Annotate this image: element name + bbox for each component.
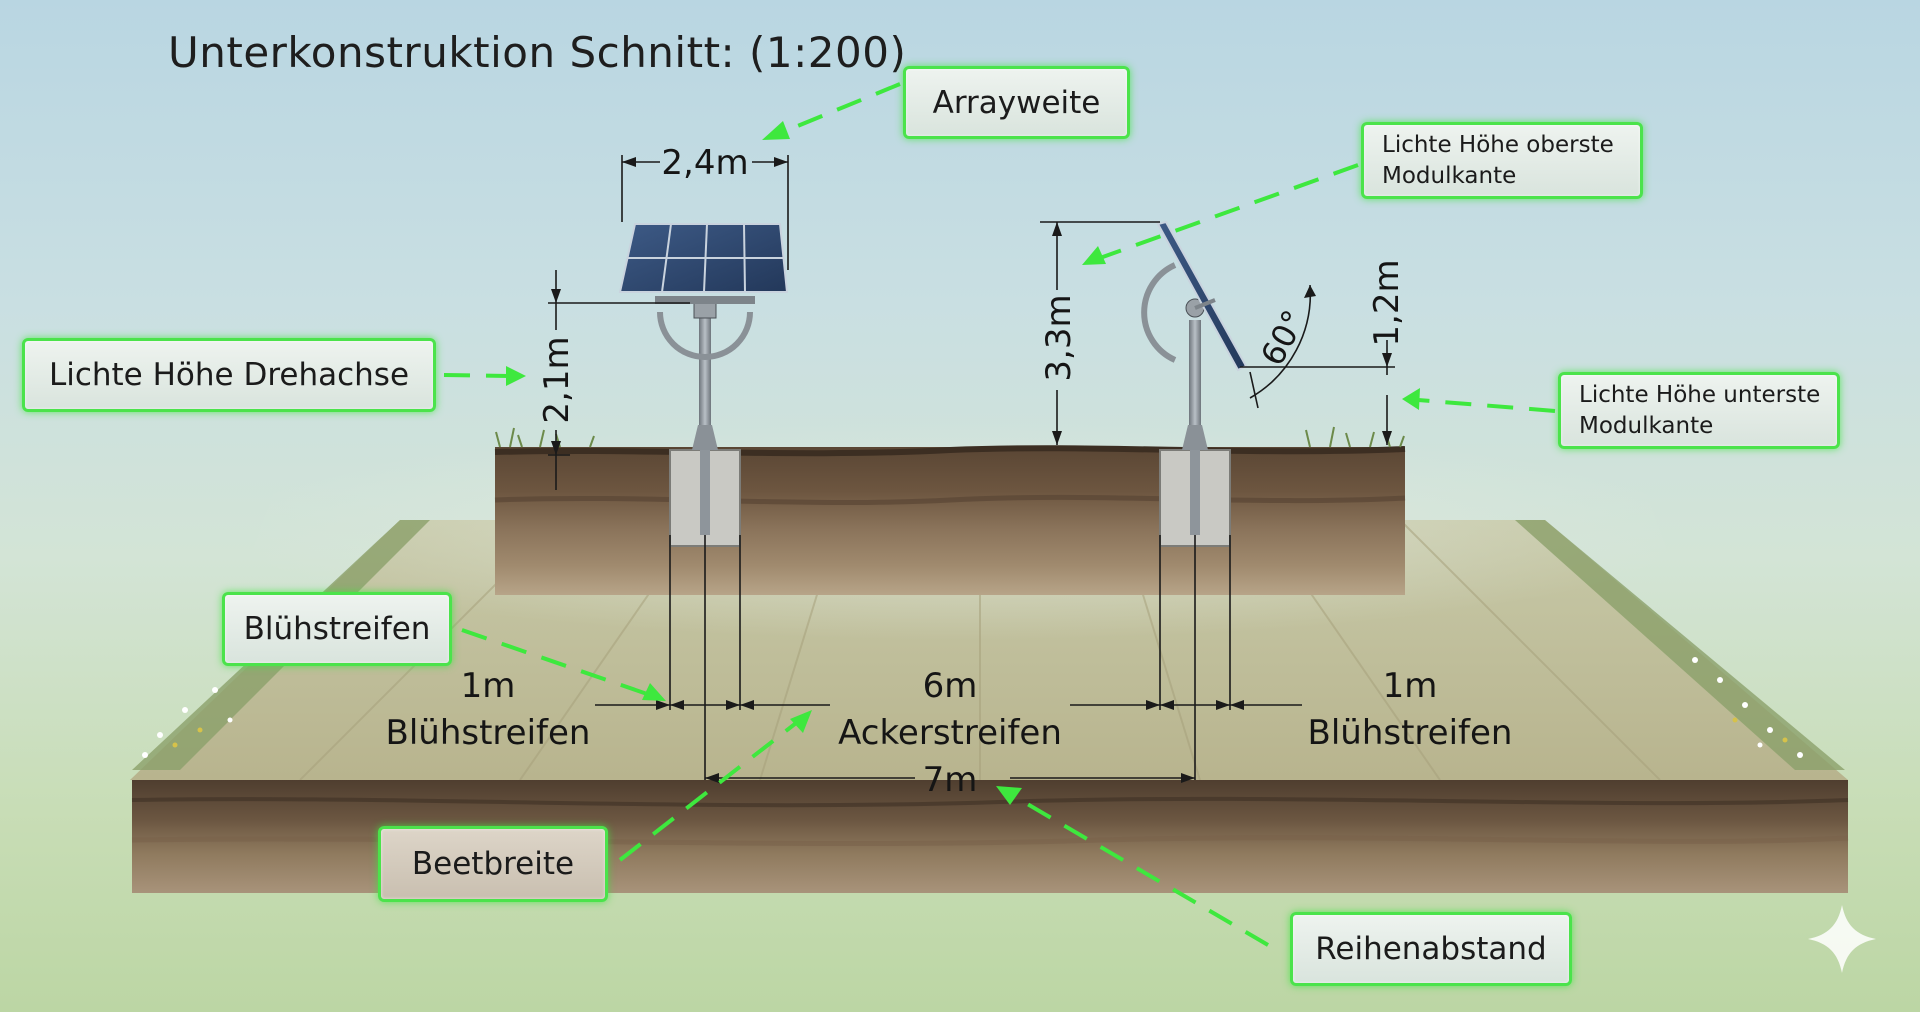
leader-lines <box>443 82 1556 947</box>
axis-height-label: 2,1m <box>537 336 577 423</box>
dimension-lines <box>548 155 1395 780</box>
strip-left-label: Blühstreifen <box>386 713 591 753</box>
bottom-edge-height-label: 1,2m <box>1367 259 1407 346</box>
row-spacing-label: 7m <box>923 760 978 800</box>
top-edge-height-label: 3,3m <box>1039 294 1079 381</box>
callout-lichte-hoehe-oberste: Lichte Höhe oberste Modulkante <box>1361 122 1643 199</box>
page-title: Unterkonstruktion Schnitt: (1:200) <box>168 28 907 77</box>
strip-middle-width: 6m <box>923 666 978 706</box>
callout-bluehstreifen: Blühstreifen <box>222 592 452 666</box>
callout-reihenabstand: Reihenabstand <box>1290 912 1572 986</box>
strip-middle-label: Ackerstreifen <box>838 713 1062 753</box>
strip-right-label: Blühstreifen <box>1308 713 1513 753</box>
strip-right-width: 1m <box>1383 666 1438 706</box>
array-width-label: 2,4m <box>661 143 748 183</box>
strip-left-width: 1m <box>461 666 516 706</box>
leader-arrows <box>506 121 1420 805</box>
flower-edge-right <box>1515 520 1845 770</box>
sparkle-icon <box>1808 905 1876 973</box>
soil-block <box>495 447 1405 595</box>
callout-lichte-hoehe-unterste: Lichte Höhe unterste Modulkante <box>1558 372 1840 449</box>
dimension-arrows <box>551 157 1392 783</box>
callout-lichte-hoehe-drehachse: Lichte Höhe Drehachse <box>22 338 436 412</box>
callout-beetbreite: Beetbreite <box>378 826 608 902</box>
callout-arrayweite: Arrayweite <box>903 66 1130 139</box>
tracker-right <box>1141 220 1248 450</box>
tilt-angle-label: 60° <box>1253 304 1313 372</box>
flowers-colored <box>172 717 1788 748</box>
tracker-left <box>618 223 789 450</box>
solar-panel-right <box>1156 220 1248 372</box>
